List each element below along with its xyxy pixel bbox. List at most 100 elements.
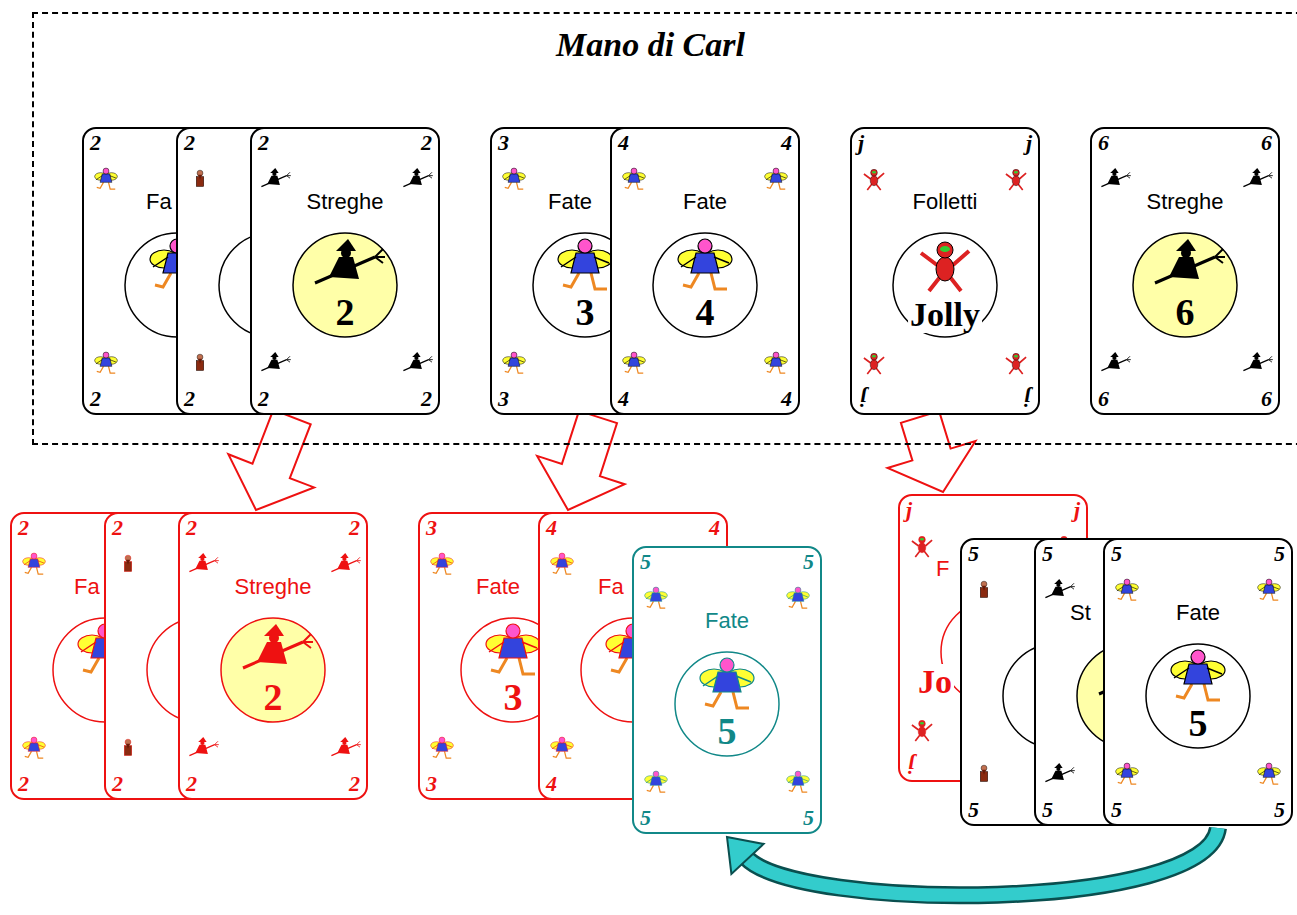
fairy-dress: [1263, 585, 1275, 593]
dwarf-beard: [982, 586, 986, 591]
folletti-figure: [912, 720, 932, 741]
corner-number: j: [908, 755, 914, 777]
fairy-head: [511, 352, 517, 358]
card-art: [180, 514, 366, 798]
fairy-dress: [28, 559, 40, 567]
witch-broom: [403, 360, 428, 371]
fairy-arms: [504, 360, 524, 364]
witch-body: [1249, 176, 1262, 185]
corner-number: j: [1026, 132, 1032, 154]
fairy-arms: [624, 176, 644, 180]
fairy-legs: [789, 785, 807, 792]
center-medallion: [1146, 644, 1250, 748]
nani-figure: [980, 765, 988, 781]
imp-body: [936, 257, 954, 281]
fairy-legs: [1118, 777, 1136, 784]
imp-body: [870, 176, 878, 186]
witch-body: [1169, 257, 1199, 279]
witch-hat: [198, 737, 206, 742]
witch-broom: [1243, 176, 1268, 187]
corner-number: 2: [186, 517, 197, 539]
imp-body: [918, 727, 926, 737]
fairy-head: [631, 352, 637, 358]
card-art: [612, 129, 798, 413]
fairy-arms: [1117, 587, 1137, 591]
corner-number: 2: [258, 388, 269, 410]
witch-broom: [331, 561, 356, 572]
hand-area: Mano di Carl2Fa22222Streghe2223Fate3344F…: [32, 12, 1297, 445]
card-art: [852, 129, 1038, 413]
fairy-dress: [499, 638, 527, 658]
folletti-figure: [912, 536, 932, 557]
fairy-arms: [96, 176, 116, 180]
corner-number: 5: [1111, 799, 1122, 821]
witch-hat: [1176, 239, 1196, 251]
center-value: 3: [576, 293, 595, 331]
fairy-head: [795, 771, 801, 777]
fairy-legs: [553, 751, 571, 758]
fairy-legs: [767, 366, 785, 373]
fairy-legs: [767, 182, 785, 189]
fairy-head: [559, 553, 565, 559]
fate-figure: [1116, 763, 1139, 784]
imp-eyes: [872, 171, 876, 174]
fairy-dress: [571, 253, 599, 273]
corner-number: j: [1074, 499, 1080, 521]
suit-name: Fa: [598, 576, 624, 598]
imp-body: [870, 360, 878, 370]
witch-body: [1107, 176, 1120, 185]
play-connector: [228, 410, 314, 510]
playing-card: 66Streghe666: [1090, 127, 1280, 415]
corner-number: 6: [1098, 132, 1109, 154]
fairy-legs: [625, 366, 643, 373]
witch-hat: [1054, 579, 1062, 584]
imp-eyes: [872, 355, 876, 358]
fate-figure: [765, 168, 788, 189]
fate-figure: [765, 352, 788, 373]
imp-head: [871, 353, 878, 360]
imp-body: [918, 543, 926, 553]
witch-broom: [189, 561, 214, 572]
corner-number: 3: [498, 132, 509, 154]
witch-broom: [1155, 257, 1215, 283]
center-value: 5: [1189, 704, 1208, 742]
suit-name: Fate: [476, 576, 520, 598]
dwarf-beard: [126, 744, 130, 749]
fairy-legs: [647, 601, 665, 608]
fairy-arms: [552, 561, 572, 565]
suit-name: Fate: [1176, 602, 1220, 624]
playing-card: 22Streghe222: [178, 512, 368, 800]
witch-broom: [215, 557, 219, 563]
fairy-head: [1266, 763, 1272, 769]
witch-hat: [264, 624, 284, 636]
center-value: 4: [696, 293, 715, 331]
fairy-head: [1191, 650, 1205, 664]
witch-hat: [412, 168, 420, 173]
fairy-arms: [624, 360, 644, 364]
fairy-head: [653, 771, 659, 777]
swap-arrow: [746, 828, 1218, 895]
corner-number: 2: [184, 388, 195, 410]
corner-number: 5: [1042, 799, 1053, 821]
streghe-figure: [403, 352, 432, 370]
center-value: 2: [264, 678, 283, 716]
corner-number: 2: [349, 517, 360, 539]
witch-broom: [403, 176, 428, 187]
dwarf-beard: [198, 359, 202, 364]
fairy-head: [511, 168, 517, 174]
witch-broom: [375, 249, 385, 263]
fairy-dress: [28, 743, 40, 751]
fairy-head: [773, 352, 779, 358]
center-value: 2: [336, 293, 355, 331]
fairy-legs: [553, 567, 571, 574]
fairy-arms: [766, 360, 786, 364]
suit-name: Fa: [146, 191, 172, 213]
witch-body: [195, 561, 208, 570]
corner-number: j: [858, 132, 864, 154]
fate-figure: [645, 771, 668, 792]
fairy-dress: [1121, 769, 1133, 777]
corner-number: 4: [781, 388, 792, 410]
center-value: 3: [504, 678, 523, 716]
witch-broom: [1101, 360, 1126, 371]
